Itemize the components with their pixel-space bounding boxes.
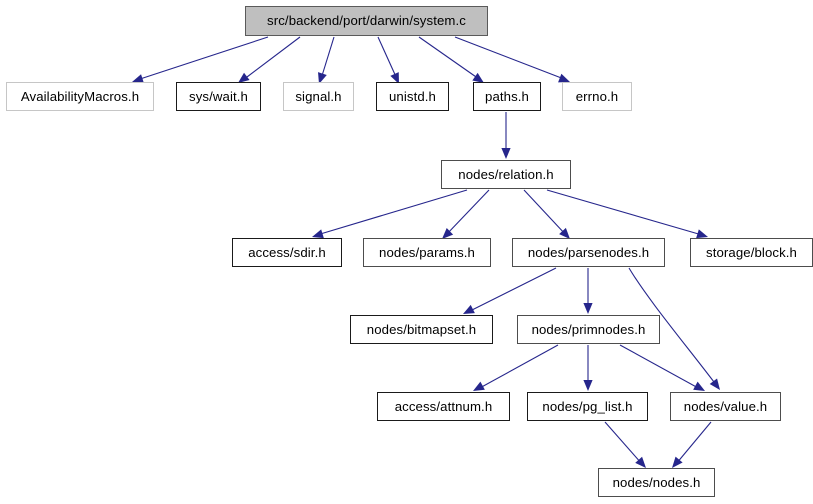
- arrowhead-root-syswait: [238, 72, 250, 83]
- node-syswait[interactable]: sys/wait.h: [176, 82, 261, 111]
- node-label-errno: errno.h: [575, 88, 619, 104]
- arrowhead-root-signal: [318, 72, 327, 84]
- node-signal[interactable]: signal.h: [283, 82, 354, 111]
- edge-value-nodes: [675, 421, 712, 465]
- node-label-availability: AvailabilityMacros.h: [20, 88, 140, 104]
- edge-relation-block: [546, 189, 703, 236]
- arrowhead-relation-params: [442, 228, 454, 239]
- node-label-paths: paths.h: [485, 88, 529, 104]
- arrowhead-primnodes-pglist: [583, 380, 593, 391]
- node-label-signal: signal.h: [295, 88, 342, 104]
- node-label-root: src/backend/port/darwin/system.c: [267, 13, 466, 29]
- arrowhead-root-availability: [132, 74, 144, 83]
- node-label-primnodes: nodes/primnodes.h: [531, 321, 646, 337]
- arrowhead-root-errno: [558, 73, 570, 83]
- edge-root-paths: [418, 36, 480, 80]
- edge-relation-sdir: [316, 189, 468, 236]
- node-unistd[interactable]: unistd.h: [376, 82, 449, 111]
- node-nodes[interactable]: nodes/nodes.h: [598, 468, 715, 497]
- node-pglist[interactable]: nodes/pg_list.h: [527, 392, 648, 421]
- edge-root-signal: [320, 36, 335, 80]
- arrowhead-relation-parsenodes: [559, 227, 570, 239]
- node-label-sdir: access/sdir.h: [248, 244, 326, 260]
- edge-root-unistd: [377, 36, 398, 80]
- node-attnum[interactable]: access/attnum.h: [377, 392, 510, 421]
- node-label-relation: nodes/relation.h: [458, 166, 554, 182]
- node-params[interactable]: nodes/params.h: [363, 238, 491, 267]
- arrowhead-root-paths: [472, 72, 484, 83]
- arrowhead-parsenodes-value: [709, 378, 720, 390]
- edge-pglist-nodes: [604, 421, 643, 465]
- node-label-params: nodes/params.h: [379, 244, 475, 260]
- edge-root-availability: [136, 36, 269, 81]
- arrowhead-relation-sdir: [312, 229, 324, 239]
- edge-root-syswait: [242, 36, 301, 81]
- edge-parsenodes-bitmapset: [467, 267, 557, 313]
- node-parsenodes[interactable]: nodes/parsenodes.h: [512, 238, 665, 267]
- node-label-unistd: unistd.h: [389, 88, 436, 104]
- arrowhead-root-unistd: [390, 72, 399, 84]
- node-block[interactable]: storage/block.h: [690, 238, 813, 267]
- node-relation[interactable]: nodes/relation.h: [441, 160, 571, 189]
- arrowhead-parsenodes-bitmapset: [463, 304, 475, 314]
- node-paths[interactable]: paths.h: [473, 82, 541, 111]
- node-primnodes[interactable]: nodes/primnodes.h: [517, 315, 660, 344]
- node-bitmapset[interactable]: nodes/bitmapset.h: [350, 315, 493, 344]
- node-label-nodes: nodes/nodes.h: [612, 474, 701, 490]
- arrowhead-paths-relation: [501, 148, 511, 159]
- node-sdir[interactable]: access/sdir.h: [232, 238, 342, 267]
- arrowhead-pglist-nodes: [635, 456, 646, 468]
- node-label-bitmapset: nodes/bitmapset.h: [366, 321, 477, 337]
- edge-relation-parsenodes: [523, 189, 567, 236]
- node-label-syswait: sys/wait.h: [189, 88, 248, 104]
- arrowhead-primnodes-attnum: [473, 381, 485, 391]
- node-availability[interactable]: AvailabilityMacros.h: [6, 82, 154, 111]
- node-label-attnum: access/attnum.h: [394, 398, 493, 414]
- node-label-parsenodes: nodes/parsenodes.h: [527, 244, 650, 260]
- edge-primnodes-attnum: [477, 344, 559, 390]
- arrowhead-relation-block: [696, 229, 708, 239]
- edge-parsenodes-value: [628, 267, 718, 387]
- arrowhead-primnodes-value: [693, 381, 705, 391]
- edges-group: [132, 36, 720, 468]
- edge-root-errno: [454, 36, 565, 80]
- arrowhead-parsenodes-primnodes: [583, 303, 593, 314]
- node-label-block: storage/block.h: [706, 244, 797, 260]
- node-value[interactable]: nodes/value.h: [670, 392, 781, 421]
- node-root[interactable]: src/backend/port/darwin/system.c: [245, 6, 488, 36]
- edge-primnodes-value: [619, 344, 701, 390]
- node-errno[interactable]: errno.h: [562, 82, 632, 111]
- node-label-pglist: nodes/pg_list.h: [542, 398, 633, 414]
- arrowhead-value-nodes: [672, 456, 683, 468]
- edge-relation-params: [445, 189, 490, 236]
- node-label-value: nodes/value.h: [683, 398, 768, 414]
